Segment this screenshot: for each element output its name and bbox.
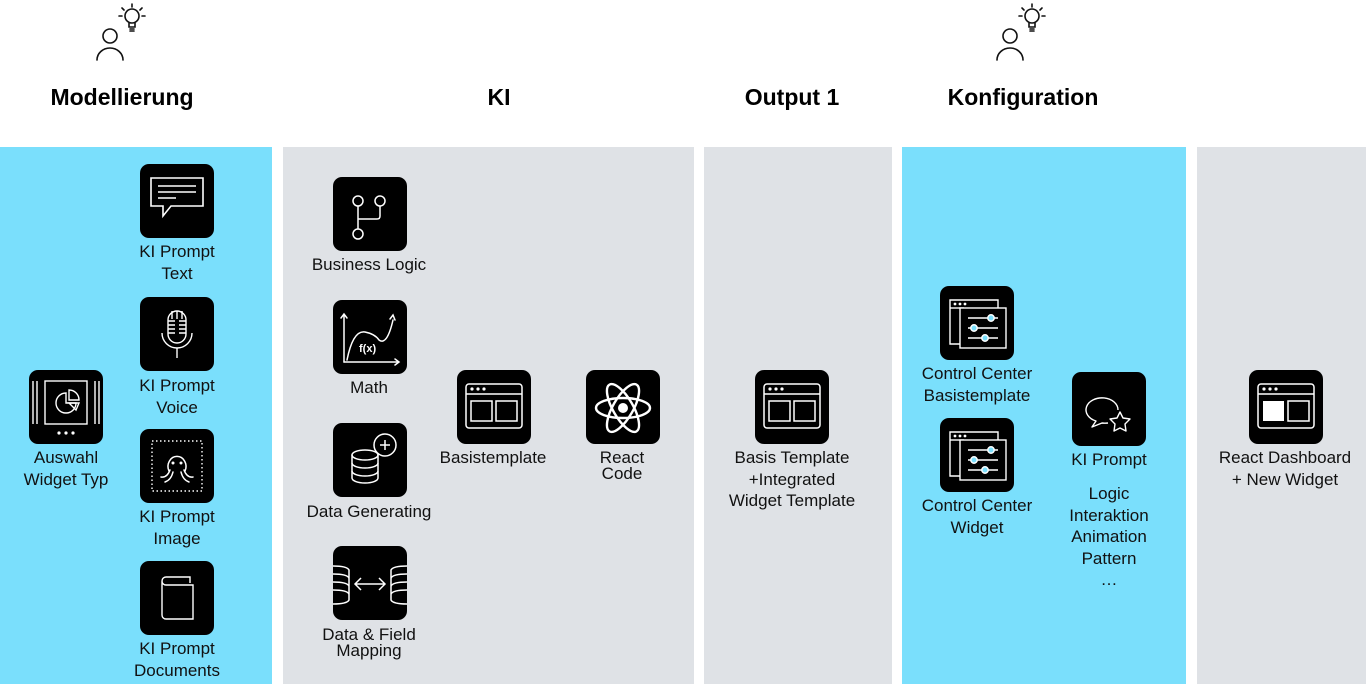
label-line: Control Center [921, 496, 1033, 515]
ki-prompt-voice-label: KI Prompt Voice [139, 375, 215, 418]
ki-prompt-image-tile[interactable] [140, 429, 214, 503]
react-dashboard-label: React Dashboard + New Widget [1219, 447, 1351, 490]
label-line: Mapping [336, 641, 402, 660]
list-item: … [1100, 570, 1118, 589]
database-mapping-icon [333, 565, 407, 605]
data-mapping-tile[interactable] [333, 546, 407, 620]
person-idea-icon [96, 3, 146, 61]
label-line: KI Prompt [139, 507, 215, 526]
label-line: Documents [134, 660, 220, 680]
list-item: Animation [1071, 527, 1147, 546]
heading-modellierung: Modellierung [50, 84, 194, 110]
data-generating-label: Data Generating [306, 502, 432, 521]
chat-bubble-icon [150, 177, 204, 219]
label-line: Widget Template [728, 491, 856, 510]
chat-star-icon [1085, 397, 1131, 432]
react-code-label: React Code [599, 448, 645, 483]
list-item: Pattern [1081, 548, 1137, 568]
label-line: Code [601, 464, 643, 483]
react-dashboard-tile[interactable] [1249, 370, 1323, 444]
react-code-tile[interactable] [586, 370, 660, 444]
label-line: Widget Typ [23, 469, 109, 489]
math-tile[interactable]: f(x) [333, 300, 407, 374]
label-line: Data & Field [322, 625, 416, 644]
browser-template-icon [465, 383, 523, 429]
ki-prompt-documents-tile[interactable] [140, 561, 214, 635]
function-graph-icon: f(x) [340, 312, 401, 366]
label-line: +Integrated [748, 469, 836, 489]
pie-chart-widget-icon [32, 380, 100, 435]
label-line: React [599, 448, 645, 467]
label-line: KI Prompt [139, 242, 215, 261]
ki-prompt-config-tile[interactable] [1072, 372, 1146, 446]
database-plus-icon [351, 433, 397, 484]
label-line: Image [153, 528, 201, 548]
book-icon [161, 576, 194, 620]
control-center-widget-label: Control Center Widget [922, 495, 1033, 538]
function-label: f(x) [359, 343, 376, 355]
label-line: Control Center [921, 364, 1033, 383]
ki-prompt-config-label: KI Prompt [1071, 450, 1147, 469]
octopus-image-icon [151, 440, 203, 492]
control-center-sliders-icon [949, 299, 1007, 349]
business-logic-tile[interactable] [333, 177, 407, 251]
auswahl-widget-typ-tile[interactable] [29, 370, 103, 444]
label-line: Text [161, 263, 193, 283]
data-generating-tile[interactable] [333, 423, 407, 497]
control-center-sliders-icon [949, 431, 1007, 481]
basistemplate-label: Basistemplate [439, 448, 547, 467]
person-idea-icon [996, 3, 1046, 61]
output-template-tile[interactable] [755, 370, 829, 444]
math-label: Math [350, 378, 388, 397]
label-line: Auswahl [33, 448, 99, 467]
data-mapping-label: Data & Field Mapping [322, 625, 416, 660]
control-center-widget-tile[interactable] [940, 418, 1014, 492]
label-line: Basis Template [734, 448, 850, 467]
list-item: Interaktion [1069, 505, 1149, 525]
basistemplate-tile[interactable] [457, 370, 531, 444]
list-item: Logic [1088, 484, 1130, 503]
ki-prompt-voice-tile[interactable] [140, 297, 214, 371]
label-line: KI Prompt [139, 376, 215, 395]
ki-prompt-documents-label: KI Prompt Documents [134, 638, 220, 681]
ki-prompt-text-label: KI Prompt Text [139, 241, 215, 284]
branch-logic-icon [352, 195, 386, 240]
auswahl-widget-typ-label: Auswahl Widget Typ [24, 447, 109, 490]
ki-prompt-image-label: KI Prompt Image [139, 506, 215, 549]
label-line: Widget [950, 517, 1004, 537]
control-center-basistemplate-label: Control Center Basistemplate [922, 363, 1033, 406]
label-line: React Dashboard [1218, 448, 1352, 467]
business-logic-label: Business Logic [311, 255, 427, 274]
label-line: Basistemplate [923, 385, 1031, 405]
output-template-label: Basis Template +Integrated Widget Templa… [729, 447, 855, 512]
label-line: + New Widget [1231, 469, 1339, 489]
heading-ki: KI [487, 84, 511, 110]
heading-output1: Output 1 [744, 84, 840, 110]
microphone-icon [161, 310, 193, 358]
ki-prompt-text-tile[interactable] [140, 164, 214, 238]
browser-template-icon [763, 383, 821, 429]
heading-konfiguration: Konfiguration [947, 84, 1099, 110]
react-atom-icon [594, 382, 652, 434]
ki-prompt-items-list: Logic Interaktion Animation Pattern … [1069, 483, 1148, 591]
label-line: Voice [156, 397, 198, 417]
browser-dashboard-new-widget-icon [1257, 383, 1315, 429]
control-center-basistemplate-tile[interactable] [940, 286, 1014, 360]
label-line: KI Prompt [139, 639, 215, 658]
